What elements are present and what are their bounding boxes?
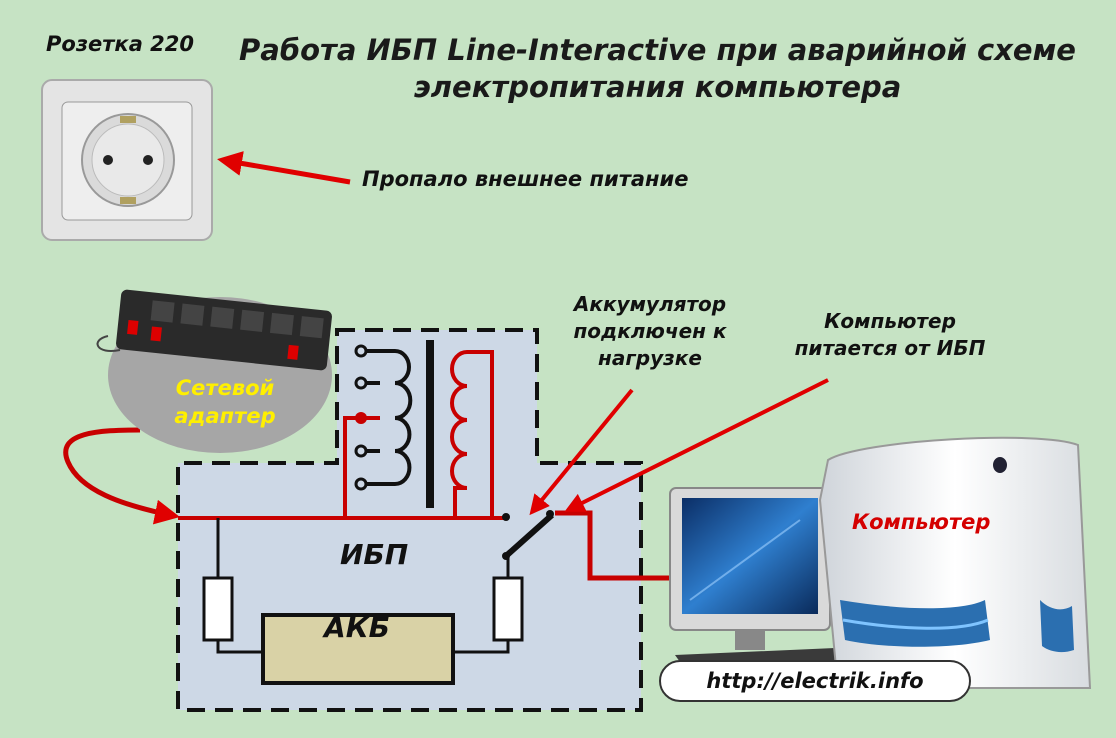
battery-akb [261, 613, 455, 685]
power-lost-label: Пропало внешнее питание [362, 167, 689, 191]
monitor-icon [669, 487, 831, 650]
battery-circuit [202, 510, 554, 685]
battery-note-label: Аккумулятор подключен к нагрузке [573, 292, 727, 370]
socket-label: Розетка 220 [46, 32, 195, 56]
diagram-title: Работа ИБП Line-Interactive при аварийно… [239, 33, 1076, 104]
url-badge[interactable]: http://electrik.info [659, 660, 971, 702]
power-lost-arrow [217, 151, 351, 185]
ups-input-line [178, 416, 505, 520]
pc-note-arrow [564, 378, 829, 512]
switch-contact [504, 512, 554, 559]
adapter-label: Сетевой адаптер [174, 376, 276, 428]
url-link[interactable]: http://electrik.info [706, 669, 924, 693]
computer-label: Компьютер [852, 510, 991, 534]
akb-label: АКБ [324, 611, 390, 644]
pc-note-label: Компьютер питается от ИБП [794, 309, 986, 360]
battery-note-arrow [529, 388, 634, 516]
input-wire [63, 427, 180, 525]
wall-socket-icon [41, 79, 213, 241]
computer-tower-icon [818, 436, 1092, 689]
ups-label: ИБП [340, 538, 409, 571]
power-strip-icon [96, 289, 332, 453]
